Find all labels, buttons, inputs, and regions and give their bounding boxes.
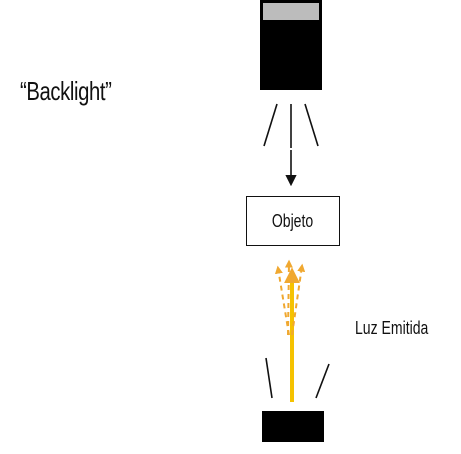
backlight-rays bbox=[263, 103, 319, 148]
backlight-ray-left bbox=[263, 103, 278, 147]
backlight-source-lens bbox=[263, 3, 319, 20]
backlight-ray-right bbox=[304, 103, 319, 147]
light-source-body bbox=[262, 411, 324, 442]
backlight-source-icon bbox=[260, 0, 322, 90]
emitted-light-label: Luz Emitida bbox=[355, 318, 429, 338]
light-source-icon bbox=[262, 411, 324, 442]
emitted-beam-dashed-right bbox=[291, 263, 306, 336]
emitted-beam-dashed-center bbox=[284, 259, 293, 336]
emitted-light-beams bbox=[274, 259, 306, 402]
object-label: Objeto bbox=[272, 210, 314, 231]
diagram-title: “Backlight” bbox=[20, 76, 112, 106]
light-source-ray-left bbox=[265, 357, 273, 399]
light-source-rays bbox=[265, 357, 330, 399]
light-source-ray-right bbox=[315, 363, 330, 399]
object-box: Objeto bbox=[246, 196, 340, 246]
